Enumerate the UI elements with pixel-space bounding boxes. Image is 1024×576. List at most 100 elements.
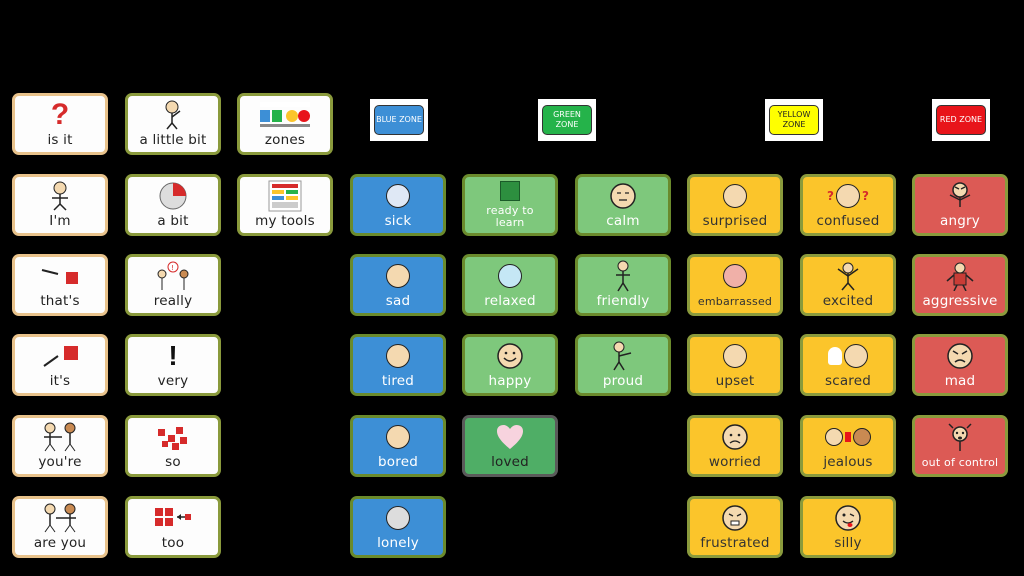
cell-bored[interactable]: bored xyxy=(350,415,446,477)
tools-chart-icon xyxy=(240,177,330,214)
cell-label: worried xyxy=(708,454,762,470)
two-people-icon xyxy=(15,499,105,536)
bored-person-icon xyxy=(353,418,443,455)
cell-label: lonely xyxy=(377,535,419,551)
blue-zone-badge: BLUE ZONE xyxy=(374,105,424,135)
proud-person-icon xyxy=(578,337,668,374)
cell-label: sick xyxy=(384,213,412,229)
zone-header-green: GREEN ZONE xyxy=(538,99,596,141)
cell-label: silly xyxy=(834,535,862,551)
cell-excited[interactable]: excited xyxy=(800,254,896,316)
angry-person-icon xyxy=(915,177,1005,214)
cell-relaxed[interactable]: relaxed xyxy=(462,254,558,316)
cell-out-of-control[interactable]: out of control xyxy=(912,415,1008,477)
aggressive-person-icon xyxy=(915,257,1005,294)
cell-label: zones xyxy=(264,132,306,148)
cell-my-tools[interactable]: my tools xyxy=(237,174,333,236)
cell-label: calm xyxy=(606,213,640,229)
silly-face-icon xyxy=(803,499,893,536)
cell-are-you[interactable]: are you xyxy=(12,496,108,558)
cell-worried[interactable]: worried xyxy=(687,415,783,477)
cell-loved[interactable]: loved xyxy=(462,415,558,477)
happy-face-icon xyxy=(465,337,555,374)
cell-happy[interactable]: happy xyxy=(462,334,558,396)
ready-to-learn-icon xyxy=(465,177,555,205)
cell-lonely[interactable]: lonely xyxy=(350,496,446,558)
cell-label: my tools xyxy=(255,213,315,229)
cell-jealous[interactable]: jealous xyxy=(800,415,896,477)
calm-face-icon xyxy=(578,177,668,214)
cell-frustrated[interactable]: frustrated xyxy=(687,496,783,558)
upset-person-icon xyxy=(690,337,780,374)
cell-sick[interactable]: sick xyxy=(350,174,446,236)
zones-chart-icon xyxy=(240,96,330,133)
zone-label: YELLOW ZONE xyxy=(777,110,811,129)
red-squares-icon xyxy=(128,418,218,455)
cell-proud[interactable]: proud xyxy=(575,334,671,396)
cell-label: you're xyxy=(38,454,82,470)
yellow-zone-badge: YELLOW ZONE xyxy=(769,105,819,135)
cell-label: happy xyxy=(488,373,532,389)
cell-thats[interactable]: that's xyxy=(12,254,108,316)
mad-face-icon xyxy=(915,337,1005,374)
scared-person-icon xyxy=(803,337,893,374)
cell-its[interactable]: it's xyxy=(12,334,108,396)
embarrassed-face-icon xyxy=(690,257,780,294)
cell-calm[interactable]: calm xyxy=(575,174,671,236)
cell-label: loved xyxy=(491,454,529,470)
cell-label: tired xyxy=(381,373,415,389)
excited-person-icon xyxy=(803,257,893,294)
cell-label: is it xyxy=(47,132,73,148)
cell-label: angry xyxy=(940,213,980,229)
cell-label: that's xyxy=(40,293,80,309)
cell-friendly[interactable]: friendly xyxy=(575,254,671,316)
cell-ready-to-learn[interactable]: ready to learn xyxy=(462,174,558,236)
pie-icon xyxy=(128,177,218,214)
out-of-control-person-icon xyxy=(915,418,1005,455)
cell-very[interactable]: ! very xyxy=(125,334,221,396)
cell-mad[interactable]: mad xyxy=(912,334,1008,396)
cell-label: surprised xyxy=(702,213,768,229)
cell-label: ready to learn xyxy=(486,204,534,229)
cell-label: sad xyxy=(385,293,411,309)
cell-im[interactable]: I'm xyxy=(12,174,108,236)
surprised-person-icon xyxy=(690,177,780,214)
worried-face-icon xyxy=(690,418,780,455)
heart-icon xyxy=(465,418,555,455)
exclamation-icon: ! xyxy=(168,339,178,371)
cell-label: it's xyxy=(49,373,71,389)
cell-tired[interactable]: tired xyxy=(350,334,446,396)
red-zone-badge: RED ZONE xyxy=(936,105,986,135)
cell-embarrassed[interactable]: embarrassed xyxy=(687,254,783,316)
cell-aggressive[interactable]: aggressive xyxy=(912,254,1008,316)
cell-angry[interactable]: angry xyxy=(912,174,1008,236)
cell-silly[interactable]: silly xyxy=(800,496,896,558)
cell-label: confused xyxy=(816,213,880,229)
cell-a-little-bit[interactable]: a little bit xyxy=(125,93,221,155)
cell-is-it[interactable]: ? is it xyxy=(12,93,108,155)
question-mark-icon: ? xyxy=(50,97,70,131)
cell-label: proud xyxy=(602,373,644,389)
cell-confused[interactable]: ?? confused xyxy=(800,174,896,236)
cell-label: a little bit xyxy=(139,132,207,148)
point-at-square-icon xyxy=(15,337,105,374)
zone-label: BLUE ZONE xyxy=(376,115,422,124)
cell-zones[interactable]: zones xyxy=(237,93,333,155)
two-people-exclaim-icon: ! xyxy=(128,257,218,294)
sad-face-icon xyxy=(353,257,443,294)
cell-too[interactable]: too xyxy=(125,496,221,558)
cell-really[interactable]: ! really xyxy=(125,254,221,316)
cell-upset[interactable]: upset xyxy=(687,334,783,396)
cell-a-bit[interactable]: a bit xyxy=(125,174,221,236)
cell-scared[interactable]: scared xyxy=(800,334,896,396)
cell-sad[interactable]: sad xyxy=(350,254,446,316)
zone-header-red: RED ZONE xyxy=(932,99,990,141)
relaxed-person-icon xyxy=(465,257,555,294)
cell-so[interactable]: so xyxy=(125,415,221,477)
cell-surprised[interactable]: surprised xyxy=(687,174,783,236)
cell-label: embarrassed xyxy=(697,295,773,308)
friendly-person-icon xyxy=(578,257,668,294)
confused-person-icon: ?? xyxy=(803,177,893,214)
cell-youre[interactable]: you're xyxy=(12,415,108,477)
jealous-people-icon xyxy=(803,418,893,455)
